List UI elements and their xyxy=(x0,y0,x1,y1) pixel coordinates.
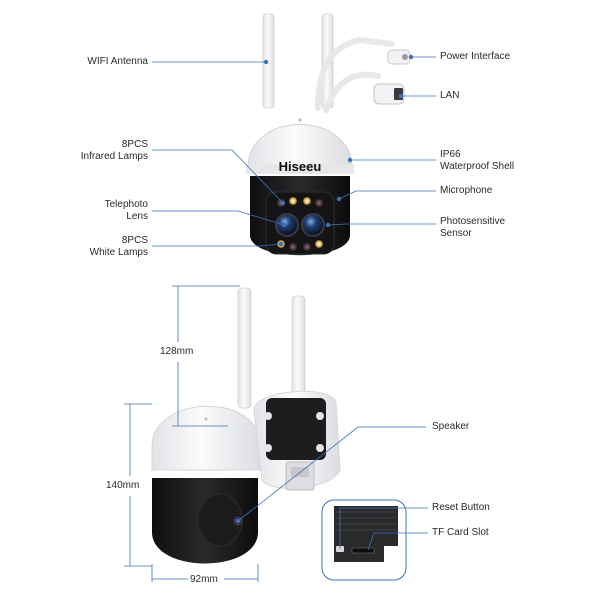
lan-cable xyxy=(323,71,381,113)
label-reset-button: Reset Button xyxy=(432,502,490,513)
back-camera xyxy=(253,295,341,491)
top-callouts xyxy=(152,54,436,247)
lens-module xyxy=(265,191,335,255)
label-white-line1: 8PCS xyxy=(121,235,148,246)
dimension-140mm: 140mm xyxy=(106,480,140,491)
label-telephoto-lens: Telephoto Lens xyxy=(44,199,148,223)
label-ip66-line2: Waterproof Shell xyxy=(440,161,515,172)
wifi-antenna-left xyxy=(262,13,275,109)
label-speaker: Speaker xyxy=(432,421,470,432)
side-camera xyxy=(151,287,261,564)
label-infrared-line1: 8PCS xyxy=(121,139,148,150)
label-photosensitive-line2: Sensor xyxy=(440,228,472,239)
label-photosensitive-line1: Photosensitive xyxy=(440,216,506,227)
brand-logo: Hiseeu xyxy=(279,159,322,174)
label-infrared-line2: Infrared Lamps xyxy=(80,151,148,162)
infrared-lamp xyxy=(303,243,311,251)
inset-callouts xyxy=(339,507,428,551)
side-antenna-left xyxy=(237,287,252,409)
telephoto-lens xyxy=(275,213,299,237)
white-lamp xyxy=(289,197,297,205)
white-lamp xyxy=(303,197,311,205)
label-telephoto-line1: Telephoto xyxy=(104,199,148,210)
label-microphone: Microphone xyxy=(440,185,493,196)
label-wifi-antenna: WIFI Antenna xyxy=(87,56,148,67)
infrared-lamp xyxy=(289,243,297,251)
speaker-callout xyxy=(235,426,426,524)
white-lamp xyxy=(315,240,323,248)
power-cable xyxy=(315,36,395,111)
wide-lens xyxy=(301,213,325,237)
label-white-lamps: 8PCS White Lamps xyxy=(44,235,148,259)
shell-ring xyxy=(246,164,354,174)
dimension-128mm: 128mm xyxy=(160,346,194,357)
infrared-lamp xyxy=(315,199,323,207)
back-antenna xyxy=(291,295,306,401)
label-ip66-line1: IP66 xyxy=(440,149,461,160)
label-photosensitive-sensor: Photosensitive Sensor xyxy=(440,216,505,240)
label-lan: LAN xyxy=(440,90,460,101)
detail-inset xyxy=(321,499,407,581)
label-telephoto-line2: Lens xyxy=(126,211,148,222)
upper-dome xyxy=(247,124,353,169)
tf-card-slot xyxy=(351,547,375,554)
label-tf-card-slot: TF Card Slot xyxy=(432,527,489,538)
side-upper-dome xyxy=(151,405,261,471)
dimension-lines xyxy=(124,285,259,582)
top-camera: Hiseeu xyxy=(246,13,411,256)
back-black-panel xyxy=(266,398,326,460)
label-ip66-shell: IP66 Waterproof Shell xyxy=(440,149,514,173)
label-infrared-lamps: 8PCS Infrared Lamps xyxy=(44,139,148,163)
label-white-line2: White Lamps xyxy=(89,247,148,258)
dimension-92mm: 92mm xyxy=(190,574,218,585)
label-power-interface: Power Interface xyxy=(440,51,511,62)
